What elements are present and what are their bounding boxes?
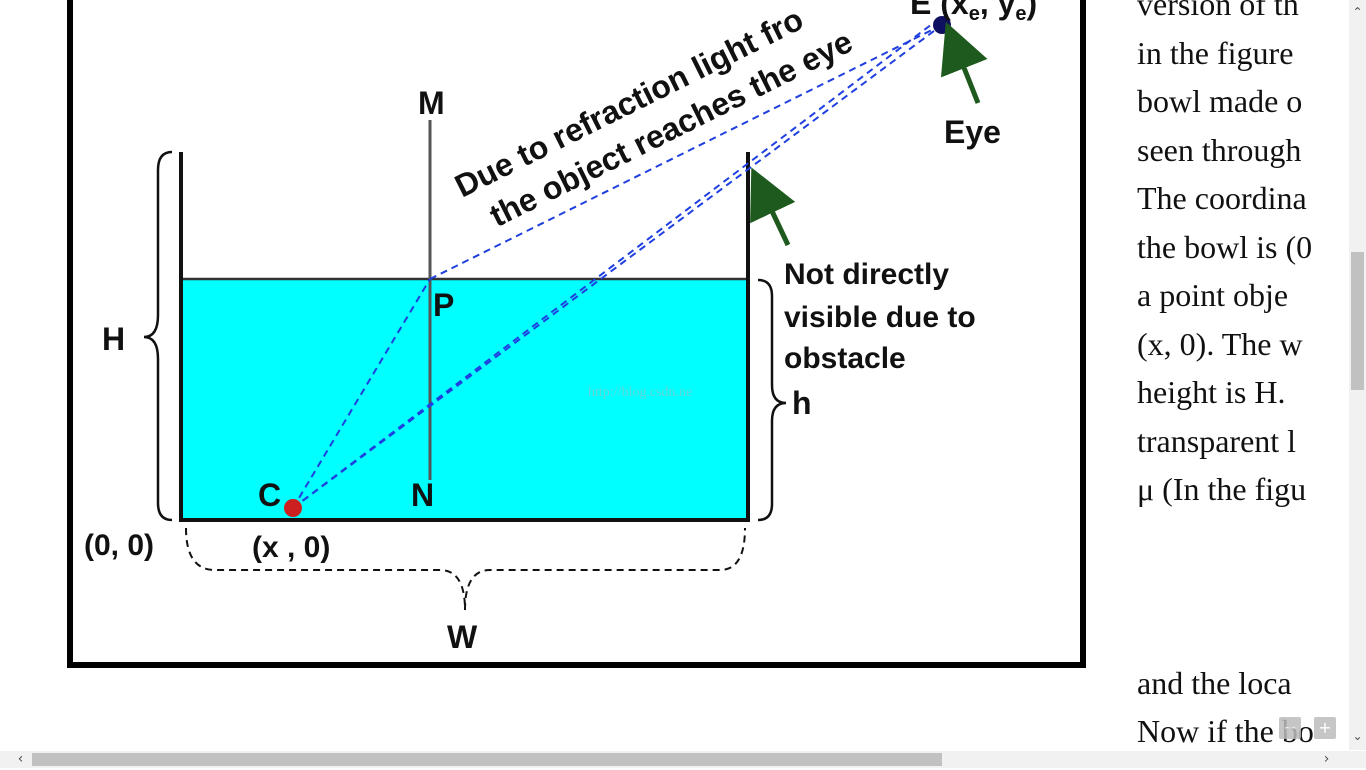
label-not-visible-1: Not directly <box>784 258 949 291</box>
rays <box>292 17 943 509</box>
paper-line: seen through <box>1137 131 1302 168</box>
object-point <box>284 499 302 517</box>
vertical-scrollbar[interactable]: ⌃ ⌄ <box>1349 0 1366 750</box>
coords-e-x: E (x <box>910 0 969 21</box>
paper-line: the bowl is (0 <box>1137 228 1313 265</box>
label-n: N <box>411 477 434 513</box>
vertical-scroll-thumb[interactable] <box>1351 252 1364 390</box>
paper-text-column: version of th in the figure bowl made o … <box>1137 0 1366 770</box>
horizontal-scrollbar[interactable]: ‹ › <box>0 751 1366 768</box>
scroll-left-arrow-icon[interactable]: ‹ <box>17 751 24 767</box>
label-eye-coords: E (xe, ye) <box>910 0 1037 25</box>
paper-line: height is H. <box>1137 374 1286 410</box>
paper-line: in the figure <box>1137 34 1294 71</box>
paper-line: and the loca <box>1137 664 1292 701</box>
paper-line: transparent l <box>1137 422 1297 459</box>
brace-h-small <box>757 278 787 522</box>
liquid-fill <box>181 279 748 520</box>
label-m: M <box>418 85 445 121</box>
coords-close: ) <box>1027 0 1038 21</box>
paper-line: μ (In the figu <box>1137 471 1307 507</box>
paper-line: bowl made o <box>1137 83 1303 119</box>
eye-arrow <box>940 21 988 104</box>
ray-c-e-upper <box>292 17 941 509</box>
obstacle-arrow <box>750 167 796 247</box>
zoom-out-button[interactable]: − <box>1279 717 1301 739</box>
ray-c-p <box>292 278 431 509</box>
label-not-visible-2: visible due to <box>784 301 976 334</box>
label-p: P <box>433 287 454 323</box>
horizontal-scroll-thumb[interactable] <box>32 753 942 766</box>
paper-line: a point obje <box>1137 277 1289 313</box>
coords-sub-1: e <box>969 3 980 25</box>
coords-sub-2: e <box>1015 3 1026 25</box>
label-h-big: H <box>102 321 125 357</box>
label-c: C <box>258 477 281 513</box>
watermark: http://blog.csdn.ne <box>588 385 693 400</box>
label-h-small: h <box>792 385 812 421</box>
label-w: W <box>447 619 478 655</box>
ray-c-e-direct <box>292 24 943 509</box>
zoom-in-button[interactable]: + <box>1314 717 1336 739</box>
label-origin: (0, 0) <box>84 529 154 562</box>
label-eye: Eye <box>944 114 1001 150</box>
paper-line: (x, 0). The w <box>1137 325 1303 362</box>
refraction-diagram: M P N C H h W (0, 0) (x , 0) Eye Not dir… <box>67 0 1086 668</box>
scroll-down-arrow-icon[interactable]: ⌄ <box>1352 729 1363 743</box>
brace-w <box>185 527 746 611</box>
paper-line: version of th <box>1137 0 1299 22</box>
scroll-up-arrow-icon[interactable]: ⌃ <box>1352 5 1363 19</box>
paper-line: The coordina <box>1137 180 1307 216</box>
paper-line-gap <box>1137 514 1366 659</box>
brace-h-big <box>143 150 173 522</box>
label-not-visible-3: obstacle <box>784 342 906 375</box>
label-object-pos: (x , 0) <box>252 531 330 564</box>
scroll-right-arrow-icon[interactable]: › <box>1323 751 1330 767</box>
coords-y: , y <box>980 0 1016 21</box>
